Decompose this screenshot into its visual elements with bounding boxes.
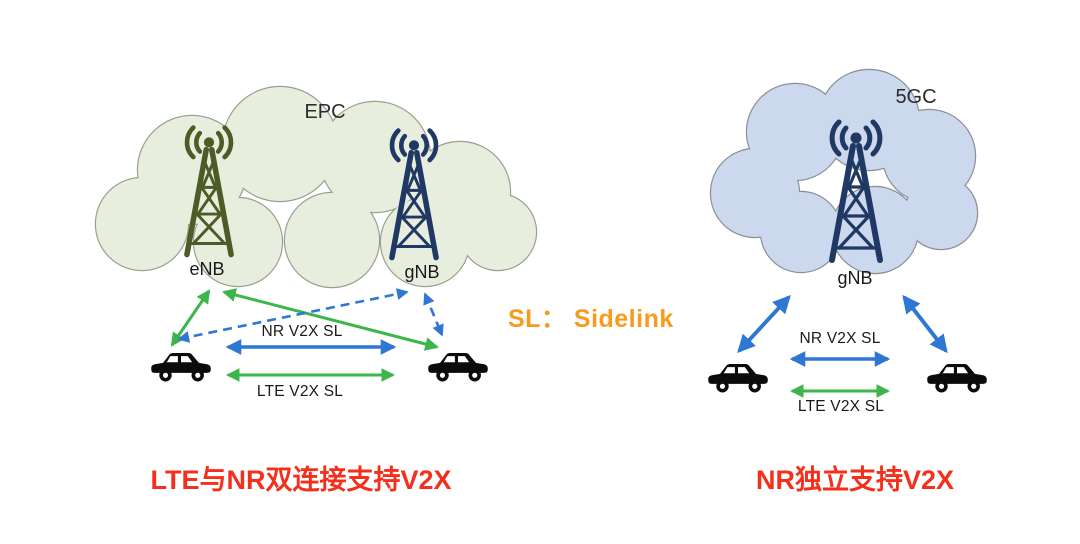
fivegc-cloud-label: 5GC: [895, 86, 937, 108]
lte-sidelink-label: LTE V2X SL: [256, 383, 344, 400]
right-caption: NR独立支持V2X: [755, 465, 955, 495]
left-caption: LTE与NR双连接支持V2X: [150, 465, 452, 495]
sidelink-legend: SL： Sidelink: [508, 305, 674, 333]
nr-sidelink-label: NR V2X SL: [799, 330, 881, 347]
lte-sidelink-label: LTE V2X SL: [797, 398, 885, 415]
nr-uu-link-car2-gnb: [423, 292, 444, 337]
nr-uu-link-gnb-car1: [737, 295, 791, 353]
gnb-label: gNB: [837, 268, 873, 288]
lte-uu-link-car1-enb: [170, 289, 211, 347]
enb-label: eNB: [189, 259, 225, 279]
nr-uu-link-gnb-car2: [902, 294, 948, 354]
gnb-label: gNB: [404, 262, 440, 282]
nr-uu-link-car1-gnb: [177, 288, 409, 343]
lte-uu-link-car2-enb: [221, 288, 440, 351]
epc-cloud-label: EPC: [304, 101, 346, 123]
